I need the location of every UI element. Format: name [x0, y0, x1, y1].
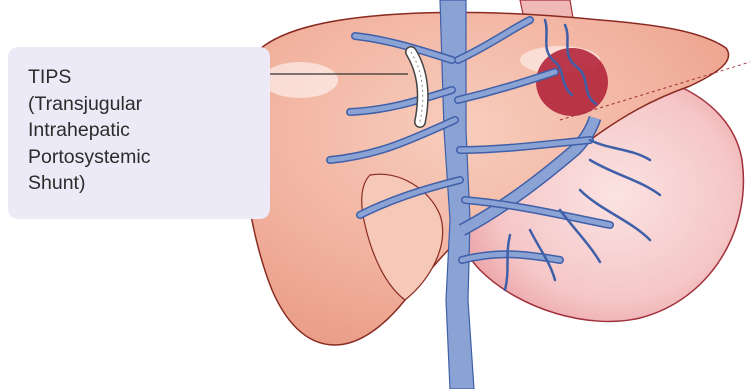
- tips-label-line: (Transjugular: [28, 91, 150, 118]
- tips-label-line: Intrahepatic: [28, 117, 150, 144]
- tips-label-line: TIPS: [28, 64, 150, 91]
- tips-label: TIPS (Transjugular Intrahepatic Portosys…: [28, 64, 150, 197]
- tips-label-line: Portosystemic: [28, 144, 150, 171]
- varices-region: [536, 48, 608, 116]
- liver-highlight: [262, 62, 338, 98]
- tips-label-line: Shunt): [28, 170, 150, 197]
